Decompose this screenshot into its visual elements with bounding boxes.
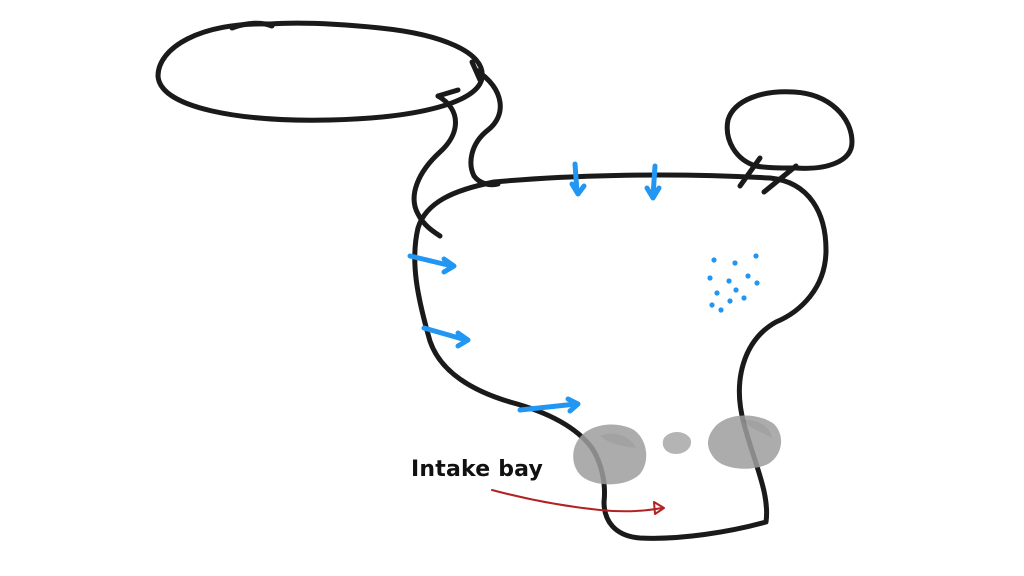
- inflow-arrows: [407, 161, 662, 414]
- inflow-arrow-left-1: [407, 253, 455, 269]
- rock-left-shade: [600, 433, 636, 448]
- dot: [753, 253, 759, 259]
- dot: [707, 275, 713, 281]
- dot: [711, 257, 717, 263]
- rock-right-shade: [742, 419, 772, 438]
- dot: [745, 273, 751, 279]
- connector-hatch-4: [761, 163, 799, 195]
- connector-hatch-2: [469, 59, 483, 83]
- dot: [714, 290, 720, 296]
- main-body-outline: [412, 172, 829, 541]
- inflow-arrow-left-3: [517, 401, 579, 413]
- connector-hatch-1: [435, 87, 461, 99]
- inflow-arrow-left-3-head: [565, 396, 581, 414]
- inflow-arrow-left-2-head: [455, 330, 471, 349]
- rock-right: [708, 415, 782, 469]
- dot: [727, 298, 733, 304]
- dot: [718, 307, 724, 313]
- dot: [726, 278, 732, 284]
- inflow-arrow-left-1-head: [441, 256, 457, 275]
- dot-cluster: [707, 253, 760, 313]
- outline-group: [155, 20, 855, 541]
- rock-left: [573, 424, 647, 485]
- rocks: [573, 415, 782, 485]
- callout-arrow: [491, 489, 665, 515]
- dot: [741, 295, 747, 301]
- callout-arrow-head: [653, 501, 665, 515]
- inflow-arrow-top-1-head: [569, 181, 587, 197]
- top-left-loop-scribble: [229, 20, 275, 31]
- top-left-loop: [155, 20, 485, 123]
- inflow-arrow-top-2: [650, 163, 658, 199]
- inflow-arrow-left-2: [421, 325, 469, 343]
- inflow-arrow-top-2-head: [644, 185, 662, 201]
- dot: [732, 260, 738, 266]
- rock-small: [662, 432, 692, 454]
- callout-arrow-curve: [491, 489, 663, 513]
- intake-bay-label: Intake bay: [411, 457, 543, 482]
- left-stem: [411, 93, 458, 239]
- connector-hatch-3: [737, 155, 763, 189]
- dot: [709, 302, 715, 308]
- dot: [733, 287, 739, 293]
- dot: [754, 280, 760, 286]
